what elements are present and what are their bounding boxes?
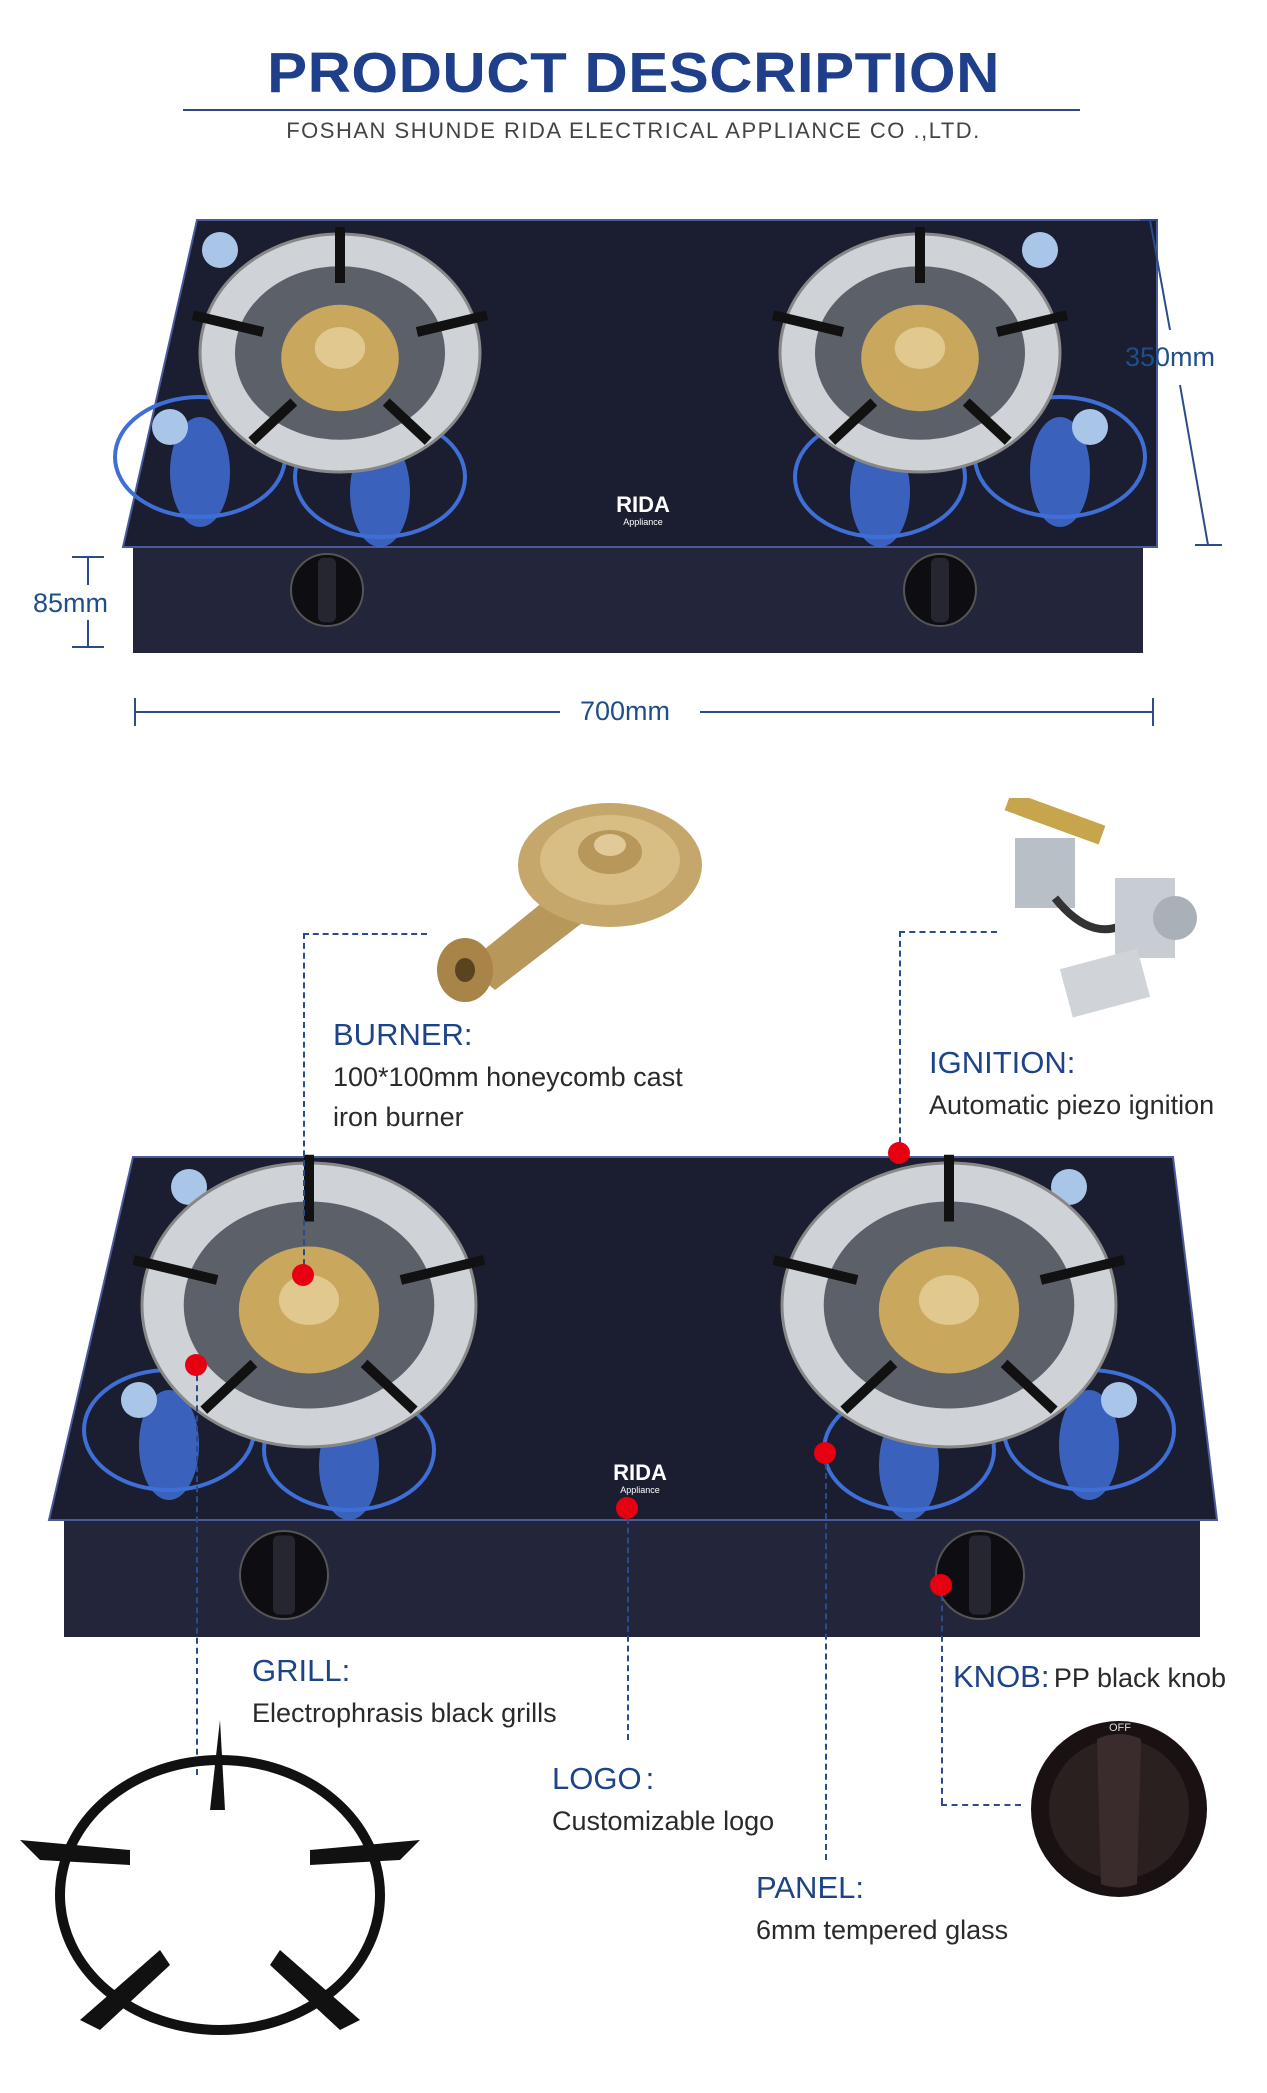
knob-marker	[930, 1574, 952, 1596]
knob-part-image: OFF	[1031, 1721, 1207, 1897]
rida-logo: RIDA	[613, 1460, 667, 1485]
grill-arm	[382, 398, 432, 445]
knob-callout: KNOB: PP black knob	[953, 1659, 1226, 1695]
company-name: FOSHAN SHUNDE RIDA ELECTRICAL APPLIANCE …	[286, 118, 981, 143]
depth-line	[1179, 384, 1209, 546]
logo-leader-line	[627, 1508, 629, 1740]
burner-part-image	[437, 803, 702, 1002]
grill-arm	[399, 1255, 486, 1285]
ignition-marker	[888, 1142, 910, 1164]
depth-label: 350mm	[1125, 342, 1216, 372]
knob-leader-line	[941, 1804, 1021, 1806]
floral-leaf	[170, 417, 230, 527]
dimension-lines	[72, 219, 1222, 726]
knob-description: PP black knob	[1053, 1663, 1227, 1693]
floral-flower	[1022, 232, 1058, 268]
panel-marker	[814, 1442, 836, 1464]
knob-label: KNOB:	[953, 1659, 1050, 1694]
knob-off-mark: OFF	[1109, 1722, 1131, 1734]
grill-arm	[772, 1255, 859, 1285]
knob-grip	[318, 557, 336, 623]
panel-description: 6mm tempered glass	[756, 1915, 1009, 1945]
depth-line	[1149, 219, 1171, 331]
burner-description: 100*100mm honeycomb cast	[333, 1062, 683, 1092]
logo-label: LOGO:	[552, 1761, 654, 1797]
burner-cap	[314, 327, 366, 369]
knob-grip	[931, 557, 949, 623]
grill-arm	[191, 310, 265, 337]
grill-arm	[360, 1359, 418, 1414]
grill-arm	[1039, 1255, 1126, 1285]
ignition-label: IGNITION:	[929, 1045, 1076, 1080]
knob-leader-line	[941, 1585, 943, 1804]
floral-leaf	[1059, 1390, 1119, 1500]
floral-flower	[1101, 1382, 1137, 1418]
floral-flower	[152, 409, 188, 445]
rida-logo-tagline: Appliance	[623, 517, 663, 527]
burner-description: iron burner	[333, 1102, 464, 1132]
rida-logo-tagline: Appliance	[620, 1485, 660, 1495]
burner-leader-line	[303, 933, 427, 935]
grill-arm	[1000, 1359, 1058, 1414]
ignition-description: Automatic piezo ignition	[929, 1090, 1215, 1120]
burner-cap	[894, 327, 946, 369]
grill-arm	[415, 310, 489, 337]
grill-part-image	[20, 1720, 420, 2035]
ignition-leader-line	[899, 931, 901, 1153]
grill-arm	[962, 398, 1012, 445]
page-title: PRODUCT DESCRIPTION	[267, 40, 1000, 105]
grill-arm	[771, 310, 845, 337]
knob-grip	[969, 1535, 991, 1615]
panel-label: PANEL:	[756, 1870, 864, 1905]
knob-grip	[273, 1535, 295, 1615]
floral-flower	[1051, 1169, 1087, 1205]
logo-marker	[616, 1497, 638, 1519]
floral-leaf	[1030, 417, 1090, 527]
grill-arm	[840, 1359, 898, 1414]
burner-label: BURNER:	[333, 1017, 473, 1052]
grill-leader-line	[196, 1365, 198, 1775]
burner-cap	[278, 1274, 340, 1326]
width-label: 700mm	[580, 696, 671, 726]
floral-flower	[202, 232, 238, 268]
height-label: 85mm	[33, 588, 109, 618]
floral-flower	[171, 1169, 207, 1205]
floral-flower	[121, 1382, 157, 1418]
grill-arm	[248, 398, 298, 445]
panel-leader-line	[825, 1453, 827, 1860]
stove-body	[64, 1520, 1200, 1637]
burner-marker	[292, 1264, 314, 1286]
logo-label-colon: :	[645, 1761, 655, 1796]
rida-logo: RIDA	[616, 492, 670, 517]
grill-arm	[995, 310, 1069, 337]
ignition-leader-line	[899, 931, 997, 933]
logo-description: Customizable logo	[552, 1806, 775, 1836]
burner-cap	[918, 1274, 980, 1326]
ignition-part-image	[1004, 798, 1197, 1018]
logo-label-text: LOGO	[552, 1761, 642, 1796]
grill-arm	[828, 398, 878, 445]
grill-marker	[185, 1354, 207, 1376]
grill-arm	[200, 1359, 258, 1414]
grill-label: GRILL:	[252, 1653, 351, 1688]
burner-leader-line	[303, 933, 305, 1275]
grill-description: Electrophrasis black grills	[252, 1698, 557, 1728]
title-divider	[183, 109, 1080, 111]
grill-arm	[132, 1255, 219, 1285]
floral-flower	[1072, 409, 1108, 445]
floral-leaf	[139, 1390, 199, 1500]
